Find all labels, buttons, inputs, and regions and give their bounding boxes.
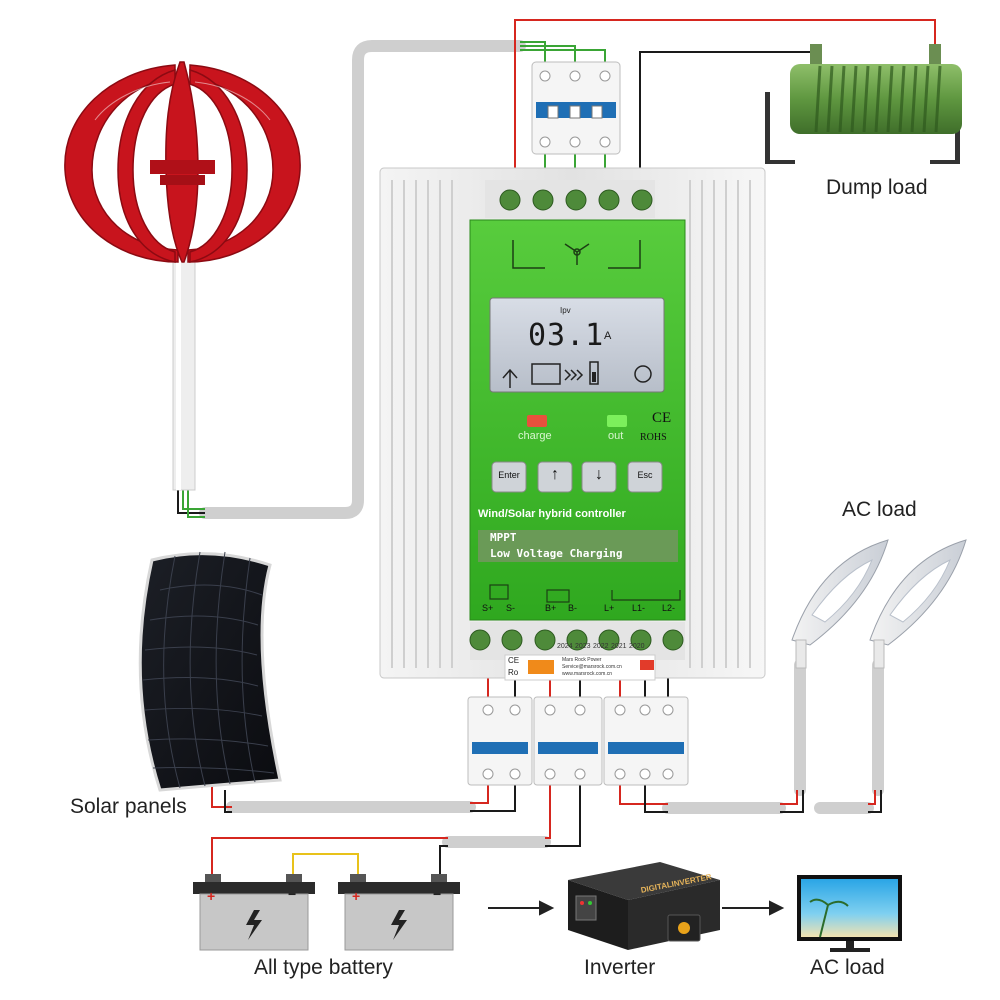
ce-mark: CE [652,410,672,426]
inverter-label: Inverter [584,956,656,979]
gray-cables [199,40,884,848]
year-2022: 2022 [593,643,609,650]
battery1-minus: − [288,886,297,902]
led-charge-label: charge [518,430,552,442]
terminal-l2-minus: L2- [662,603,676,613]
year-2021: 2021 [611,643,627,650]
controller-body [379,167,766,681]
terminal-s-plus: S+ [482,603,494,613]
solar-panel-icon [138,551,282,792]
side-ro: Ro [508,668,519,677]
battery1-plus: + [207,888,216,904]
battery2-plus: + [352,888,361,904]
terminal-b-plus: B+ [545,603,557,613]
side-ce: CE [508,656,520,665]
maker-line-2: Service@marsrock.com.cn [562,664,622,670]
street-lamp-icon [791,539,889,669]
arrow-icon [488,900,555,916]
tv-icon [797,875,902,952]
lcd-value: 03.1 [528,318,605,353]
dump-load-label: Dump load [826,176,928,199]
year-2024: 2024 [557,643,573,650]
bottom-breakers [467,696,689,786]
year-2020: 2020 [629,643,645,650]
top-breaker [531,61,621,155]
battery-icon [193,874,315,951]
dump-load-resistor-icon [765,44,962,164]
down-button[interactable]: ↓ [595,466,603,483]
year-2023: 2023 [575,643,591,650]
up-button[interactable]: ↑ [551,466,559,483]
maker-line-3: www.marsrock.com.cn [562,671,613,677]
ac-load-top-label: AC load [842,498,917,521]
battery2-minus: − [433,886,442,902]
terminal-l-plus: L+ [604,603,615,613]
enter-button[interactable]: Enter [498,470,520,480]
feature-mppt: MPPT [490,531,517,544]
terminal-l1-minus: L1- [632,603,646,613]
lcd-unit: A [604,330,612,342]
wind-turbine-icon [64,61,301,491]
terminal-b-minus: B- [568,603,577,613]
inverter-icon [568,862,720,950]
feature-low-voltage: Low Voltage Charging [490,547,623,560]
solar-panels-label: Solar panels [70,795,187,818]
controller-title: Wind/Solar hybrid controller [478,508,626,520]
rohs-mark: ROHS [640,432,667,443]
battery-icon-2 [338,874,460,951]
wires [177,19,936,878]
terminal-s-minus: S- [506,603,515,613]
lcd-sub-label: Ipv [560,306,571,315]
maker-line-1: Mars Rock Power [562,657,602,663]
led-out-label: out [608,430,624,442]
battery-label: All type battery [254,956,393,979]
ac-load-bottom-label: AC load [810,956,885,979]
street-lamp-icon-2 [869,539,967,669]
esc-button[interactable]: Esc [637,470,653,480]
arrow-icon-2 [722,900,785,916]
